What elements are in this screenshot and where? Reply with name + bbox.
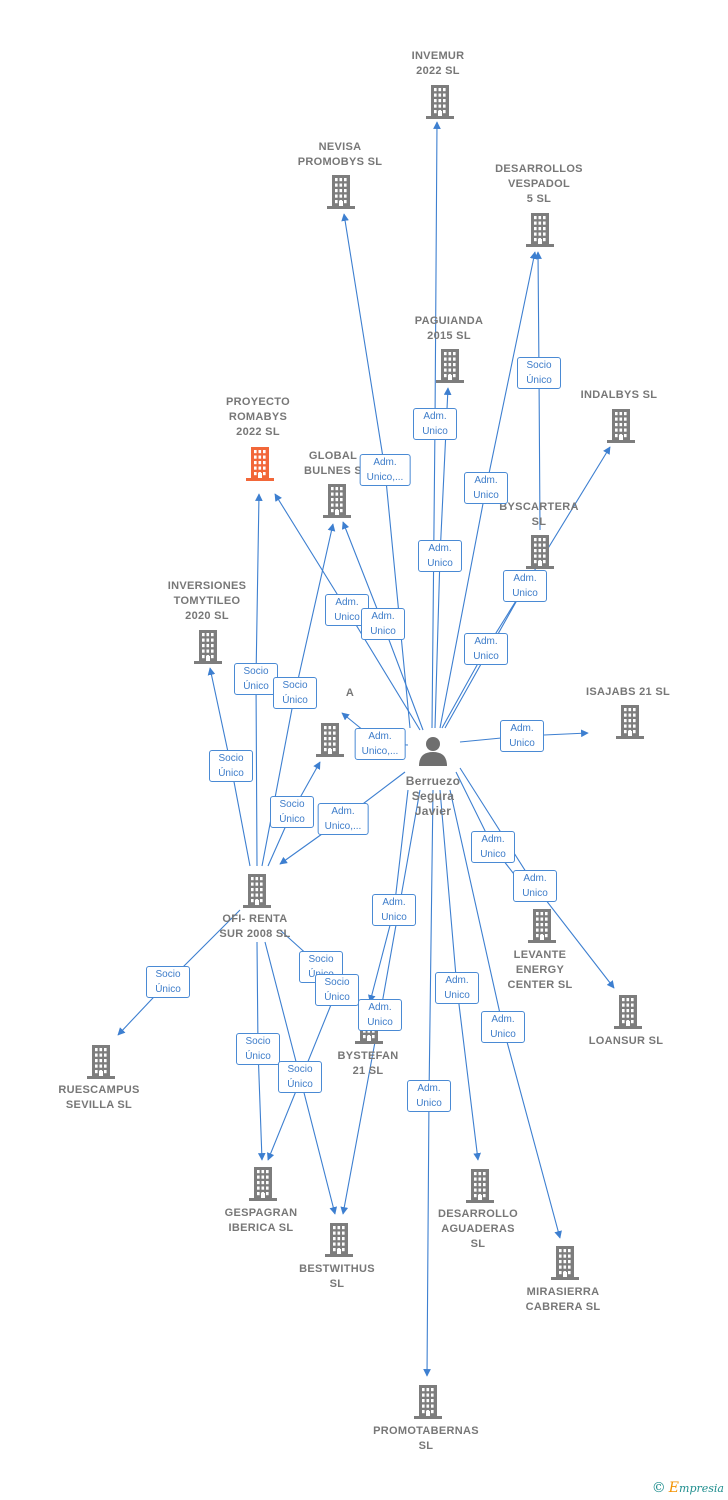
watermark-text: mpresia — [679, 1482, 724, 1495]
node-label-nevisa[interactable]: NEVISA PROMOBYS SL — [297, 141, 383, 168]
edge-label-bystefan-to-gespagran[interactable]: Socio Único — [315, 974, 359, 1006]
edge-label-person-to-byscartera[interactable]: Adm. Unico — [464, 633, 508, 665]
edge-label-person-to-ofirenta[interactable]: Adm. Unico,... — [317, 803, 369, 835]
building-icon[interactable] — [526, 213, 554, 247]
building-icon[interactable] — [426, 85, 454, 119]
building-icon[interactable] — [614, 995, 642, 1029]
building-icon[interactable] — [526, 535, 554, 569]
edge-label-person-to-bulnes[interactable]: Adm. Unico — [361, 608, 405, 640]
building-icon[interactable] — [616, 705, 644, 739]
edge-label-person-to-paguianda[interactable]: Adm. Unico — [418, 540, 462, 572]
node-label-invemur[interactable]: INVEMUR 2022 SL — [411, 50, 465, 77]
edge-label-person-to-bystefan[interactable]: Adm. Unico — [372, 894, 416, 926]
node-label-gespagran[interactable]: GESPAGRAN IBERICA SL — [224, 1207, 298, 1234]
node-label-byscartera[interactable]: BYSCARTERA SL — [499, 501, 579, 528]
building-icon[interactable] — [528, 909, 556, 943]
building-icon[interactable] — [87, 1045, 115, 1079]
edge-label-person-to-indalbys[interactable]: Adm. Unico — [503, 570, 547, 602]
edge-label-ofirenta-to-ruescampus[interactable]: Socio Único — [146, 966, 190, 998]
node-label-bulnes[interactable]: GLOBAL BULNES S — [303, 450, 363, 477]
building-icon[interactable] — [327, 175, 355, 209]
node-label-promotabernas[interactable]: PROMOTABERNAS SL — [373, 1425, 479, 1452]
edge-label-person-to-nevisa[interactable]: Adm. Unico,... — [359, 454, 411, 486]
building-icon[interactable] — [316, 723, 344, 757]
node-label-paguianda[interactable]: PAGUIANDA 2015 SL — [414, 315, 484, 342]
edge-label-person-to-vespadol[interactable]: Adm. Unico — [464, 472, 508, 504]
building-icon[interactable] — [325, 1223, 353, 1257]
building-icon[interactable] — [436, 349, 464, 383]
building-icon[interactable] — [246, 447, 274, 481]
edge-label-byscartera-to-vespadol[interactable]: Socio Único — [517, 357, 561, 389]
edge-label-person-to-aguaderas[interactable]: Adm. Unico — [435, 972, 479, 1004]
edge-label-ofirenta-to-bulnes[interactable]: Socio Único — [273, 677, 317, 709]
edge-label-person-to-loansur[interactable]: Adm. Unico — [513, 870, 557, 902]
node-label-aguaderas[interactable]: DESARROLLO AGUADERAS SL — [438, 1208, 518, 1250]
edge-label-ofirenta-to-bestwithus[interactable]: Socio Único — [278, 1061, 322, 1093]
edge-label-ofirenta-to-hidden[interactable]: Socio Único — [270, 796, 314, 828]
edge-label-ofirenta-to-romabys[interactable]: Socio Único — [234, 663, 278, 695]
building-icon[interactable] — [607, 409, 635, 443]
node-label-romabys[interactable]: PROYECTO ROMABYS 2022 SL — [226, 396, 290, 438]
building-icon[interactable] — [194, 630, 222, 664]
edge-label-person-to-invemur[interactable]: Adm. Unico — [413, 408, 457, 440]
node-label-ruescampus[interactable]: RUESCAMPUS SEVILLA SL — [58, 1084, 140, 1111]
edge-label-person-to-mirasierra[interactable]: Adm. Unico — [481, 1011, 525, 1043]
node-label-isajabs[interactable]: ISAJABS 21 SL — [586, 686, 670, 698]
node-label-mirasierra[interactable]: MIRASIERRA CABRERA SL — [525, 1286, 601, 1313]
node-label-bestwithus[interactable]: BESTWITHUS SL — [299, 1263, 375, 1290]
edge-label-person-to-isajabs[interactable]: Adm. Unico — [500, 720, 544, 752]
person-name-label[interactable]: Berruezo Segura Javier — [405, 774, 461, 818]
edge-byscartera-to-vespadol — [534, 251, 542, 531]
copyright-icon: © — [651, 1480, 666, 1496]
node-label-tomytileo[interactable]: INVERSIONES TOMYTILEO 2020 SL — [167, 580, 247, 622]
node-label-loansur[interactable]: LOANSUR SL — [588, 1035, 664, 1047]
node-label-ofirenta[interactable]: OFI- RENTA SUR 2008 SL — [219, 913, 291, 940]
node-label-vespadol[interactable]: DESARROLLOS VESPADOL 5 SL — [495, 163, 583, 205]
watermark-initial: E — [668, 1480, 680, 1496]
building-icon[interactable] — [323, 484, 351, 518]
building-icon[interactable] — [551, 1246, 579, 1280]
building-icon[interactable] — [249, 1167, 277, 1201]
node-label-indalbys[interactable]: INDALBYS SL — [580, 389, 658, 401]
building-icon[interactable] — [414, 1385, 442, 1419]
empresia-watermark[interactable]: ©Empresia — [652, 1480, 724, 1496]
edge-label-ofirenta-to-gespagran[interactable]: Socio Único — [236, 1033, 280, 1065]
node-label-bystefan[interactable]: BYSTEFAN 21 SL — [337, 1050, 399, 1077]
edge-label-person-to-promotabernas[interactable]: Adm. Unico — [407, 1080, 451, 1112]
edge-label-person-to-levante[interactable]: Adm. Unico — [471, 831, 515, 863]
building-icon[interactable] — [466, 1169, 494, 1203]
edge-label-ofirenta-to-tomytileo[interactable]: Socio Único — [209, 750, 253, 782]
node-label-hidden[interactable]: A — [345, 687, 355, 699]
edge-label-person-to-hidden[interactable]: Adm. Unico,... — [354, 728, 406, 760]
node-label-levante[interactable]: LEVANTE ENERGY CENTER SL — [507, 949, 573, 991]
person-icon[interactable] — [419, 737, 447, 766]
edge-label-person-to-bestwithus[interactable]: Adm. Unico — [358, 999, 402, 1031]
building-icon[interactable] — [243, 874, 271, 908]
